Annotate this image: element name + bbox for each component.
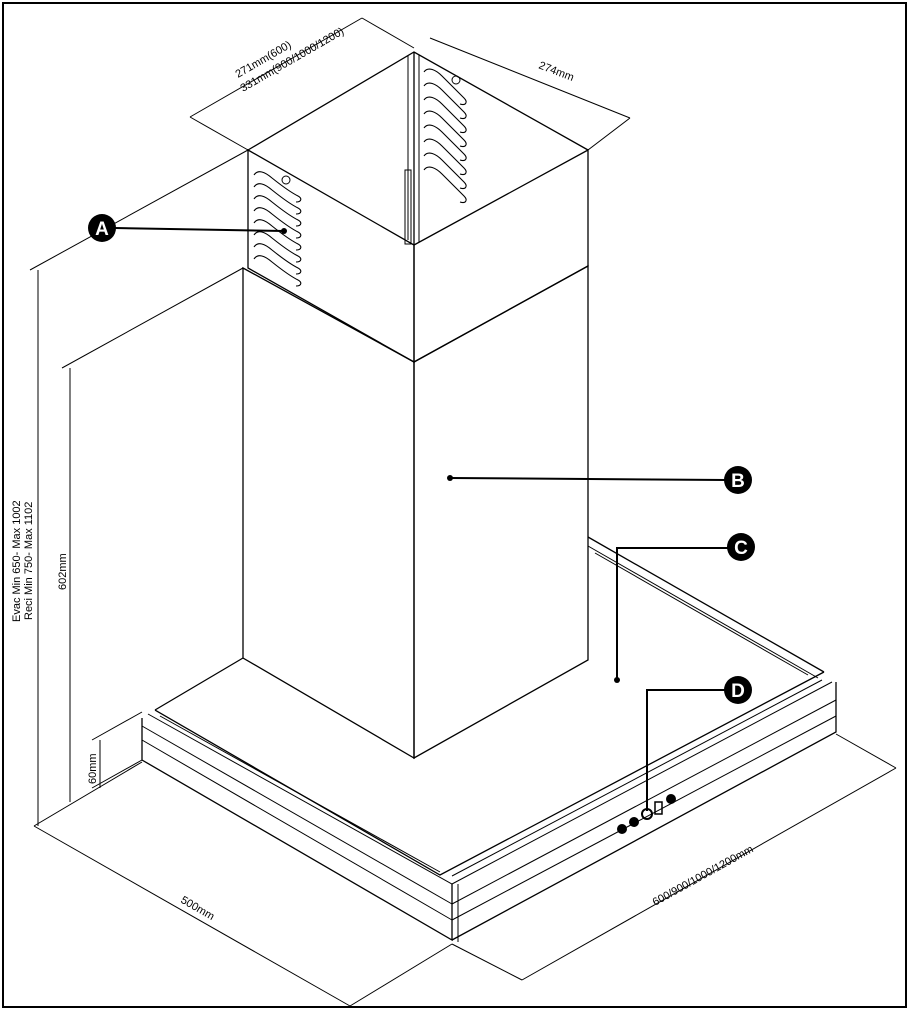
callout-c: C <box>614 533 755 683</box>
control-button-2 <box>629 817 639 827</box>
callout-c-label: C <box>734 538 748 559</box>
dimension-canopy-width: 600/900/1000/1200mm <box>651 843 756 908</box>
dimension-lower-chimney-height: 602mm <box>57 553 69 590</box>
control-button-1 <box>617 824 627 834</box>
dimension-chimney-depth: 274mm <box>537 60 576 84</box>
control-button-4 <box>666 794 676 804</box>
upper-chimney <box>247 51 589 364</box>
lower-chimney <box>242 264 589 760</box>
dimension-canopy-height: 60mm <box>87 753 99 784</box>
canopy <box>141 536 837 942</box>
vent-slots-left <box>253 171 302 287</box>
callout-d: D <box>646 676 752 811</box>
callout-a-label: A <box>95 219 109 240</box>
dimension-lines <box>29 17 897 1007</box>
vent-slots-right <box>423 68 467 204</box>
callout-d-label: D <box>731 681 745 702</box>
dimension-reci-height: Reci Min 750- Max 1102 <box>23 502 35 620</box>
display-window <box>654 801 663 815</box>
callout-a: A <box>88 214 287 242</box>
control-panel <box>617 794 676 834</box>
callout-b-label: B <box>731 471 745 492</box>
callout-b: B <box>447 466 752 494</box>
dimension-evac-height: Evac Min 650- Max 1002 <box>11 500 23 622</box>
